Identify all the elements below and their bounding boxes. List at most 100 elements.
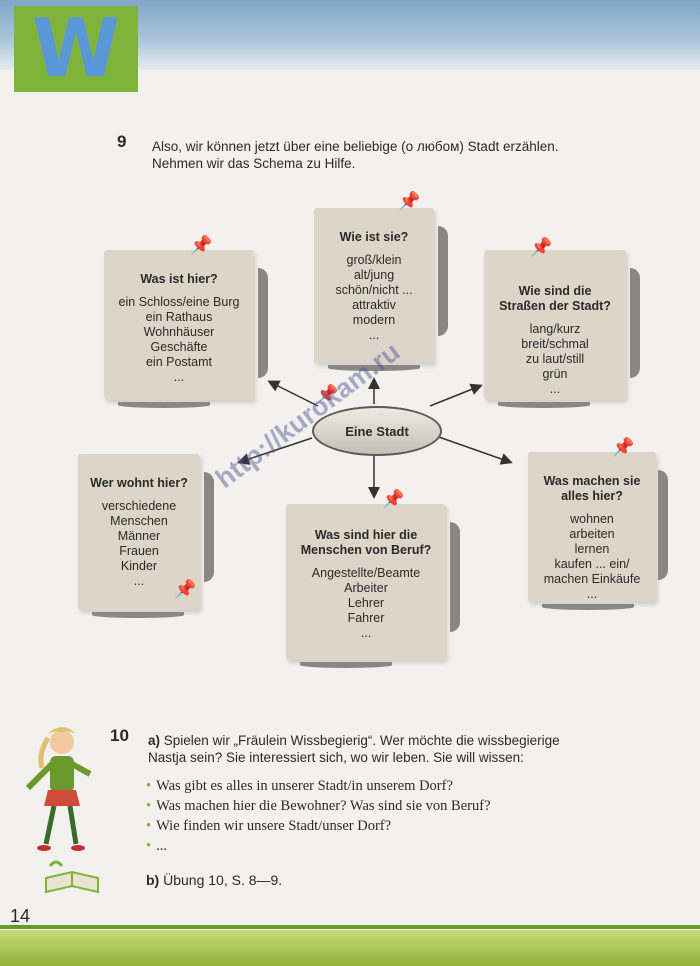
card-item: lernen <box>574 542 610 556</box>
list-item: •Was machen hier die Bewohner? Was sind … <box>146 796 676 816</box>
question-text: Was machen hier die Bewohner? Was sind s… <box>156 798 491 814</box>
card-shadow <box>204 472 214 582</box>
card-item: alt/jung <box>353 268 395 282</box>
card-title: Was sind hier die Menschen von Beruf? <box>300 528 432 557</box>
card-wer-wohnt-hier: Wer wohnt hier? verschiedene Menschen Mä… <box>78 454 214 618</box>
card-title: Wie ist sie? <box>339 230 409 244</box>
section-badge: W <box>14 6 138 92</box>
card-shadow <box>450 522 460 632</box>
card-item: grün <box>542 367 568 381</box>
card-title: Wer wohnt hier? <box>90 476 188 490</box>
exercise-10-text: a) Spielen wir „Fräulein Wissbegierig“. … <box>148 732 678 766</box>
bottom-divider <box>0 925 700 929</box>
card-item: Kinder <box>120 559 158 573</box>
card-item: ein Postamt <box>145 355 212 369</box>
part-a-line-1: Spielen wir „Fräulein Wissbegierig“. Wer… <box>163 733 560 748</box>
card-item: Wohnhäuser <box>143 325 215 339</box>
card-item: verschiedene Menschen <box>101 499 177 528</box>
pushpin-icon: 📌 <box>398 191 421 211</box>
bullet-icon: • <box>146 838 152 854</box>
arrow-to-machen <box>435 435 513 465</box>
card-item: attraktiv <box>352 298 396 312</box>
card-shadow <box>258 268 268 378</box>
card-was-ist-hier: 📌 Was ist hier? ein Schloss/eine Burg ei… <box>104 236 268 408</box>
center-label: Eine Stadt <box>345 423 409 439</box>
part-b: b) Übung 10, S. 8—9. <box>146 872 546 889</box>
card-item: ... <box>360 626 372 640</box>
card-title: Wie sind die Straßen der Stadt? <box>499 284 611 313</box>
card-beruf: 📌 Was sind hier die Menschen von Beruf? … <box>286 490 460 668</box>
arrow-to-was-ist-hier <box>267 380 319 407</box>
card-item: machen Einkäufe <box>543 572 641 586</box>
question-text: ... <box>156 838 167 854</box>
center-node: Eine Stadt <box>312 406 442 456</box>
card-item: schön/nicht ... <box>335 283 413 297</box>
card-item: kaufen ... ein/ <box>554 557 630 571</box>
bottom-banner <box>0 930 700 966</box>
exercise-9-line-1: Also, wir können jetzt über eine beliebi… <box>152 139 559 154</box>
card-title: Was ist hier? <box>140 272 218 286</box>
card-item: zu laut/still <box>525 352 585 366</box>
card-item: Fahrer <box>347 611 385 625</box>
card-item: ... <box>549 382 561 396</box>
page-number: 14 <box>10 906 31 926</box>
card-item: ein Rathaus <box>145 310 213 324</box>
card-item: Geschäfte <box>150 340 208 354</box>
card-item: groß/klein <box>346 253 402 267</box>
card-shadow-foot <box>92 612 184 618</box>
part-b-label: b) <box>146 872 160 888</box>
card-shadow <box>630 268 640 378</box>
card-title: Was machen sie alles hier? <box>543 474 641 503</box>
bullet-icon: • <box>146 818 152 834</box>
girl-illustration-icon <box>25 727 92 851</box>
card-item: arbeiten <box>569 527 615 541</box>
exercise-9-text: Also, wir können jetzt über eine beliebi… <box>152 138 682 172</box>
card-item: wohnen <box>570 512 614 526</box>
pushpin-icon: 📌 <box>190 235 213 255</box>
card-item: Männer <box>117 529 161 543</box>
card-item: Lehrer <box>347 596 385 610</box>
card-shadow-foot <box>300 662 392 668</box>
question-list: •Was gibt es alles in unserer Stadt/in u… <box>146 776 676 856</box>
card-item: ... <box>133 574 145 588</box>
bullet-icon: • <box>146 778 152 794</box>
pushpin-icon: 📌 <box>530 237 553 257</box>
part-b-text: Übung 10, S. 8—9. <box>163 872 283 888</box>
card-item: ... <box>586 587 598 601</box>
card-shadow-foot <box>542 604 634 610</box>
bullet-icon: • <box>146 798 152 814</box>
card-item: modern <box>352 313 396 327</box>
list-item: •Wie finden wir unsere Stadt/unser Dorf? <box>146 816 676 836</box>
card-item: breit/schmal <box>521 337 589 351</box>
card-item: Angestellte/Beamte <box>311 566 421 580</box>
exercise-9-number: 9 <box>117 132 127 151</box>
card-shadow <box>438 226 448 336</box>
card-strassen: 📌 Wie sind die Straßen der Stadt? lang/k… <box>484 238 640 408</box>
card-item: ... <box>368 328 380 342</box>
card-shadow-foot <box>118 402 210 408</box>
card-item: ein Schloss/eine Burg <box>118 295 240 309</box>
card-item: lang/kurz <box>529 322 581 336</box>
pushpin-icon: 📌 <box>174 579 197 599</box>
card-item: ... <box>173 370 185 384</box>
list-item: •... <box>146 836 676 856</box>
arrow-to-wer-wohnt <box>237 437 313 465</box>
question-text: Wie finden wir unsere Stadt/unser Dorf? <box>156 818 392 834</box>
card-was-machen: 📌 Was machen sie alles hier? wohnen arbe… <box>528 438 668 610</box>
arrow-to-strassen <box>429 383 483 407</box>
pushpin-icon: 📌 <box>612 437 635 457</box>
card-shadow-foot <box>328 365 420 371</box>
exercise-9-line-2: Nehmen wir das Schema zu Hilfe. <box>152 156 356 171</box>
card-wie-ist-sie: 📌 Wie ist sie? groß/klein alt/jung schön… <box>314 192 448 371</box>
pushpin-icon: 📌 <box>382 489 405 509</box>
book-icon <box>45 860 99 894</box>
question-text: Was gibt es alles in unserer Stadt/in un… <box>156 778 453 794</box>
card-item: Arbeiter <box>344 581 388 595</box>
exercise-10-number: 10 <box>110 726 129 745</box>
card-item: Frauen <box>119 544 159 558</box>
part-a-line-2: Nastja sein? Sie interessiert sich, wo w… <box>148 750 524 765</box>
card-shadow-foot <box>498 402 590 408</box>
list-item: •Was gibt es alles in unserer Stadt/in u… <box>146 776 676 796</box>
part-a-label: a) <box>148 733 161 748</box>
